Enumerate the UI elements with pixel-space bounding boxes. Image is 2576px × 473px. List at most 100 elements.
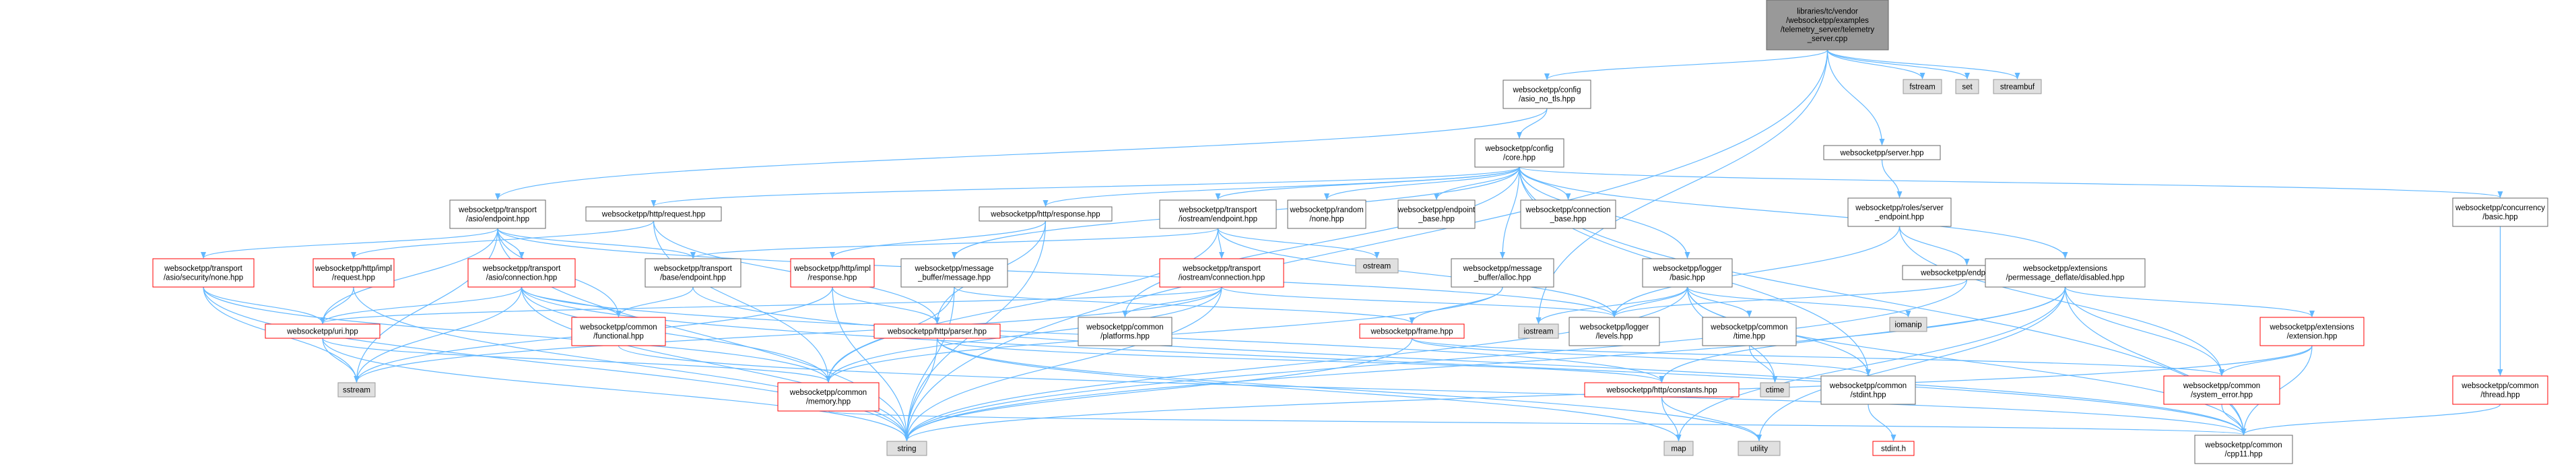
node-iostream-connection[interactable]: websocketpp/transport/iostream/connectio… <box>1159 258 1284 288</box>
node-label: websocketpp/common <box>2204 441 2282 449</box>
edge-asio_connection-to-uri <box>320 286 523 324</box>
edge-message_buffer-to-string <box>904 286 955 441</box>
node-uri[interactable]: websocketpp/uri.hpp <box>265 323 381 339</box>
node-label: /none.hpp <box>1309 216 1344 224</box>
edge-permessage-to-ext_extension <box>2064 286 2315 317</box>
node-server[interactable]: websocketpp/server.hpp <box>1823 145 1941 160</box>
node-label: websocketpp/http/response.hpp <box>990 210 1100 218</box>
node-common-stdint[interactable]: websocketpp/common/stdint.hpp <box>1820 375 1916 405</box>
edge-asio_connection-to-common_memory <box>521 286 831 383</box>
node-random-none[interactable]: websocketpp/random/none.hpp <box>1287 199 1366 229</box>
node-common-platforms[interactable]: websocketpp/common/platforms.hpp <box>1078 317 1173 346</box>
node-label: /memory.hpp <box>806 398 851 406</box>
node-box <box>1889 317 1927 332</box>
node-common-system-error[interactable]: websocketpp/common/system_error.hpp <box>2163 375 2280 405</box>
edge-http_parser-to-map <box>936 338 1682 441</box>
node-streambuf[interactable]: streambuf <box>1993 79 2042 94</box>
edge-asio_security_none-to-uri <box>203 286 325 324</box>
node-box <box>1502 80 1591 109</box>
node-box <box>1568 317 1660 346</box>
node-label: websocketpp/common <box>1086 323 1163 332</box>
node-endpoint-base[interactable]: websocketpp/endpoint_base.hpp <box>1397 199 1476 229</box>
node-box <box>1847 197 1952 227</box>
node-label: websocketpp/message <box>915 265 994 273</box>
node-logger-levels[interactable]: websocketpp/logger/levels.hpp <box>1568 317 1660 346</box>
node-fstream[interactable]: fstream <box>1903 79 1942 94</box>
node-asio-security-none[interactable]: websocketpp/transport/asio/security/none… <box>152 258 255 288</box>
node-common-memory[interactable]: websocketpp/common/memory.hpp <box>777 382 880 412</box>
node-box <box>337 382 376 398</box>
node-label: websocketpp/common <box>579 323 657 332</box>
node-box <box>2259 317 2365 346</box>
node-box <box>1738 441 1781 456</box>
edge-asio_connection-to-sstream <box>354 286 523 383</box>
node-label: websocketpp/frame.hpp <box>1370 327 1453 336</box>
node-label: websocketpp/config <box>1512 86 1581 94</box>
node-roles-server[interactable]: websocketpp/roles/server_endpoint.hpp <box>1847 197 1952 227</box>
node-iomanip[interactable]: iomanip <box>1889 317 1927 332</box>
node-box <box>873 323 1001 339</box>
edge-server-to-roles_server <box>1881 159 1903 198</box>
edge-uri-to-sstream <box>322 338 360 383</box>
node-logger-basic[interactable]: websocketpp/logger/basic.hpp <box>1642 258 1733 288</box>
node-config-core[interactable]: websocketpp/config/core.hpp <box>1474 138 1564 168</box>
node-label: _server.cpp <box>1807 35 1847 43</box>
node-asio-connection[interactable]: websocketpp/transport/asio/connection.hp… <box>467 258 576 288</box>
node-label: websocketpp/common <box>789 389 867 397</box>
node-http-impl-request[interactable]: websocketpp/http/impl/request.hpp <box>312 258 395 288</box>
node-sstream[interactable]: sstream <box>337 382 376 398</box>
node-label: /asio/security/none.hpp <box>164 274 243 282</box>
node-ext-extension[interactable]: websocketpp/extensions/extension.hpp <box>2259 317 2365 346</box>
node-frame[interactable]: websocketpp/frame.hpp <box>1359 323 1465 339</box>
edge-message_buffer-to-frame <box>954 286 1415 324</box>
node-iostream-endpoint[interactable]: websocketpp/transport/iostream/endpoint.… <box>1159 199 1277 229</box>
edge-iostream_endpoint-to-transport_base_endpoint <box>690 228 1219 259</box>
node-label: /time.hpp <box>1733 333 1765 341</box>
node-common-cpp11[interactable]: websocketpp/common/cpp11.hpp <box>2194 435 2293 464</box>
node-box <box>1903 79 1942 94</box>
node-asio-endpoint[interactable]: websocketpp/transport/asio/endpoint.hpp <box>449 199 546 229</box>
edge-common_stdint-to-stdint_h <box>1868 404 1896 441</box>
node-http-request[interactable]: websocketpp/http/request.hpp <box>585 206 722 222</box>
node-iostream[interactable]: iostream <box>1518 323 1559 339</box>
edge-iostream_endpoint-to-logger_levels <box>1217 228 1617 317</box>
edge-asio_no_tls-to-config_core <box>1517 108 1548 139</box>
node-common-time[interactable]: websocketpp/common/time.hpp <box>1702 317 1797 346</box>
node-utility[interactable]: utility <box>1738 441 1781 456</box>
node-label: websocketpp/roles/server <box>1855 204 1944 212</box>
node-asio-no-tls[interactable]: websocketpp/config/asio_no_tls.hpp <box>1502 80 1591 109</box>
node-message-alloc[interactable]: websocketpp/message_buffer/alloc.hpp <box>1451 258 1554 288</box>
edge-iostream_connection-to-common_memory <box>826 286 1222 383</box>
node-set[interactable]: set <box>1955 79 1979 94</box>
edge-iostream_connection-to-sstream <box>354 286 1222 383</box>
node-label: websocketpp/message <box>1463 265 1542 273</box>
node-label: websocketpp/transport <box>1179 206 1258 214</box>
graph-nodes: libraries/tc/vendor/websocketpp/examples… <box>152 0 2548 464</box>
node-permessage[interactable]: websocketpp/extensions/permessage_deflat… <box>1985 258 2146 288</box>
node-root[interactable]: libraries/tc/vendor/websocketpp/examples… <box>1766 0 1889 51</box>
node-label: websocketpp/common <box>2183 382 2260 390</box>
node-common-thread[interactable]: websocketpp/common/thread.hpp <box>2452 375 2548 405</box>
node-box <box>1078 317 1173 346</box>
edge-iostream_endpoint-to-common_memory <box>826 228 1219 383</box>
node-http-impl-response[interactable]: websocketpp/http/impl/response.hpp <box>790 258 875 288</box>
node-common-functional[interactable]: websocketpp/common/functional.hpp <box>571 317 666 346</box>
node-stdint-h[interactable]: stdint.h <box>1872 441 1915 456</box>
node-message-buffer[interactable]: websocketpp/message_buffer/message.hpp <box>900 258 1008 288</box>
node-ostream[interactable]: ostream <box>1355 258 1399 274</box>
node-ctime[interactable]: ctime <box>1760 382 1790 398</box>
node-label: map <box>1671 445 1686 453</box>
node-concurrency-basic[interactable]: websocketpp/concurrency/basic.hpp <box>2452 197 2548 227</box>
node-string[interactable]: string <box>886 441 927 456</box>
node-map[interactable]: map <box>1663 441 1694 456</box>
edge-logger_basic-to-iostream <box>1535 286 1688 324</box>
node-transport-base-endpoint[interactable]: websocketpp/transport/base/endpoint.hpp <box>645 258 741 288</box>
node-http-parser[interactable]: websocketpp/http/parser.hpp <box>873 323 1001 339</box>
node-http-response[interactable]: websocketpp/http/response.hpp <box>979 206 1113 222</box>
node-box <box>886 441 927 456</box>
node-connection-base[interactable]: websocketpp/connection_base.hpp <box>1520 199 1616 229</box>
edge-asio_endpoint-to-asio_security_none <box>201 228 498 259</box>
node-http-constants[interactable]: websocketpp/http/constants.hpp <box>1584 382 1740 398</box>
node-box <box>1985 258 2146 288</box>
